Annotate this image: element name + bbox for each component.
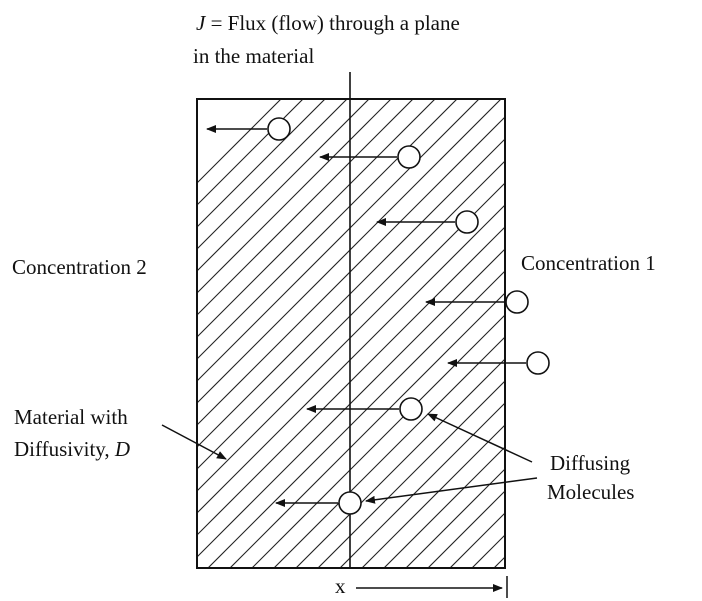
x-axis-label: x [335, 574, 346, 598]
material-slab [196, 98, 506, 569]
hatch-line [197, 160, 505, 470]
hatch-line [449, 512, 505, 568]
hatch-line [383, 446, 505, 568]
hatch-line [197, 99, 436, 338]
hatch-line [197, 116, 505, 426]
hatch-line [197, 99, 348, 250]
hatch-line [197, 204, 505, 514]
flux-symbol: J [196, 11, 206, 35]
hatch-line [197, 99, 458, 360]
molecule [455, 210, 479, 234]
material-label-line2: Diffusivity, D [14, 436, 130, 463]
flux-label: J = Flux (flow) through a plane [196, 10, 460, 37]
hatch-line [197, 99, 414, 316]
molecules-pointer-1 [427, 413, 533, 463]
hatch-line [528, 0, 702, 600]
molecule [397, 145, 421, 169]
molecule [505, 290, 529, 314]
molecules [206, 117, 550, 515]
material-pointer [161, 424, 227, 460]
hatch-line [506, 0, 702, 600]
hatch-line [361, 424, 505, 568]
molecules-label-line1: Diffusing [550, 451, 631, 475]
hatch-line [317, 380, 505, 568]
material-label-line1: Material with [14, 405, 128, 429]
hatch-line [427, 490, 505, 568]
hatch-line [197, 248, 505, 558]
hatch-line [405, 468, 505, 568]
molecule [399, 397, 423, 421]
hatch-line [273, 336, 505, 568]
hatch-line [229, 292, 505, 568]
concentration-2-label: Concentration 2 [12, 255, 147, 279]
molecule [338, 491, 362, 515]
flux-label-line1: = Flux (flow) through a plane [205, 11, 460, 35]
hatch-line [616, 0, 702, 600]
hatch-line [197, 99, 392, 294]
hatch-line [594, 0, 702, 600]
molecule [526, 351, 550, 375]
hatch-line [471, 534, 505, 568]
hatch-line [550, 0, 702, 600]
molecule [267, 117, 291, 141]
concentration-1-label: Concentration 1 [521, 251, 656, 275]
hatch-line [295, 358, 505, 568]
hatch-line [197, 138, 505, 448]
hatch-line [197, 99, 480, 382]
hatch-line [197, 99, 502, 404]
diffusivity-symbol: D [114, 437, 131, 461]
hatch-line [197, 182, 505, 492]
hatch-line [197, 226, 505, 536]
hatch-line [339, 402, 505, 568]
hatch-line [638, 0, 702, 600]
hatch-line [251, 314, 505, 568]
hatch-line [682, 0, 702, 600]
hatch-line [660, 0, 702, 600]
hatch-line [572, 0, 702, 600]
molecules-pointer-2 [365, 477, 538, 504]
hatch-line [207, 270, 505, 568]
molecules-label-line2: Molecules [547, 480, 635, 504]
diffusivity-text: Diffusivity, [14, 437, 115, 461]
flux-label-line2: in the material [193, 44, 315, 68]
